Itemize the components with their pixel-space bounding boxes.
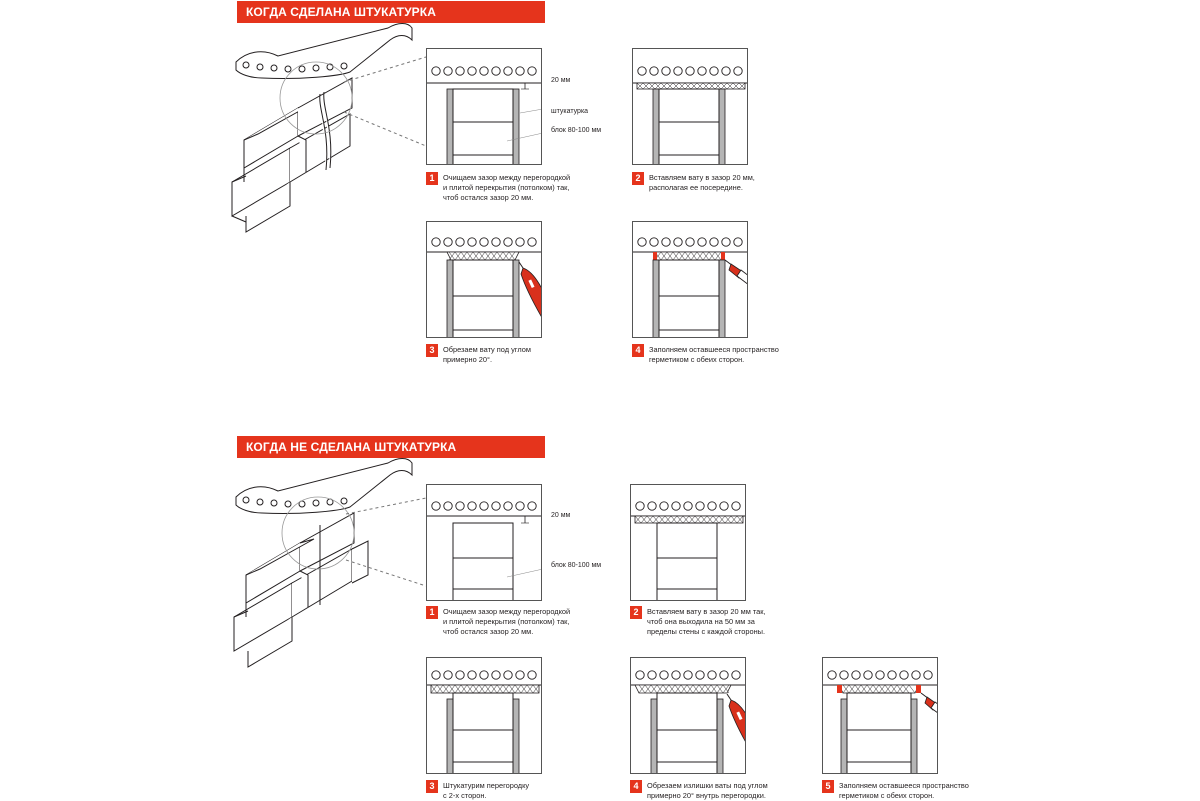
sealant-gun-icon [920,692,937,713]
step-text: Вставляем вату в зазор 20 мм так, чтоб о… [647,607,766,636]
step-a4: 4 Заполняем оставшееся пространство герм… [632,344,812,378]
step-text: Очищаем зазор между перегородкой и плито… [443,173,571,202]
slab-illustration-b [235,458,413,515]
utility-knife-icon [726,693,745,742]
brick-wall-a [231,77,353,233]
panel-b1 [426,484,542,601]
panel-b3 [426,657,542,774]
step-b4: 4 Обрезаем излишки ваты под углом пример… [630,780,820,800]
panel-a1 [426,48,542,165]
panel-b5 [822,657,938,774]
step-number: 4 [630,780,642,793]
callout-gap-b: 20 мм [551,512,571,519]
step-text: Заполняем оставшееся пространство гермет… [839,781,969,800]
step-a3: 3 Обрезаем вату под углом примерно 20°. [426,344,606,378]
utility-knife-icon [518,261,541,317]
step-number: 3 [426,344,438,357]
section-title-plastered: КОГДА СДЕЛАНА ШТУКАТУРКА [237,1,545,23]
step-number: 5 [822,780,834,793]
callout-block-a: блок 80-100 мм [551,127,602,134]
panel-b4 [630,657,746,774]
step-number: 1 [426,172,438,185]
panel-a2 [632,48,748,165]
step-number: 3 [426,780,438,793]
step-number: 2 [630,606,642,619]
step-text: Заполняем оставшееся пространство гермет… [649,345,779,364]
step-number: 4 [632,344,644,357]
mineral-wool [636,82,746,90]
step-a1: 1 Очищаем зазор между перегородкой и пли… [426,172,606,206]
brick-wall-b [233,512,369,668]
slab-hollow-cores [431,66,537,76]
slab-illustration-a [235,23,413,80]
callout-block-b: блок 80-100 мм [551,562,602,569]
step-text: Обрезаем вату под углом примерно 20°. [443,345,531,364]
panel-a4 [632,221,748,338]
step-b1: 1 Очищаем зазор между перегородкой и пли… [426,606,616,640]
step-b2: 2 Вставляем вату в зазор 20 мм так, чтоб… [630,606,820,640]
step-number: 1 [426,606,438,619]
sealant-gun-icon [724,259,747,285]
step-a2: 2 Вставляем вату в зазор 20 мм, располаг… [632,172,812,206]
panel-b2 [630,484,746,601]
step-number: 2 [632,172,644,185]
step-text: Вставляем вату в зазор 20 мм, располагая… [649,173,755,192]
step-b5: 5 Заполняем оставшееся пространство герм… [822,780,1012,800]
callout-plaster-a: штукатурка [551,108,589,115]
callout-gap-a: 20 мм [551,77,571,84]
step-b3: 3 Штукатурим перегородку с 2-х сторон. [426,780,616,800]
step-text: Обрезаем излишки ваты под углом примерно… [647,781,768,800]
step-text: Очищаем зазор между перегородкой и плито… [443,607,571,636]
section-title-not-plastered: КОГДА НЕ СДЕЛАНА ШТУКАТУРКА [237,436,545,458]
step-text: Штукатурим перегородку с 2-х сторон. [443,781,530,800]
panel-a3 [426,221,542,338]
